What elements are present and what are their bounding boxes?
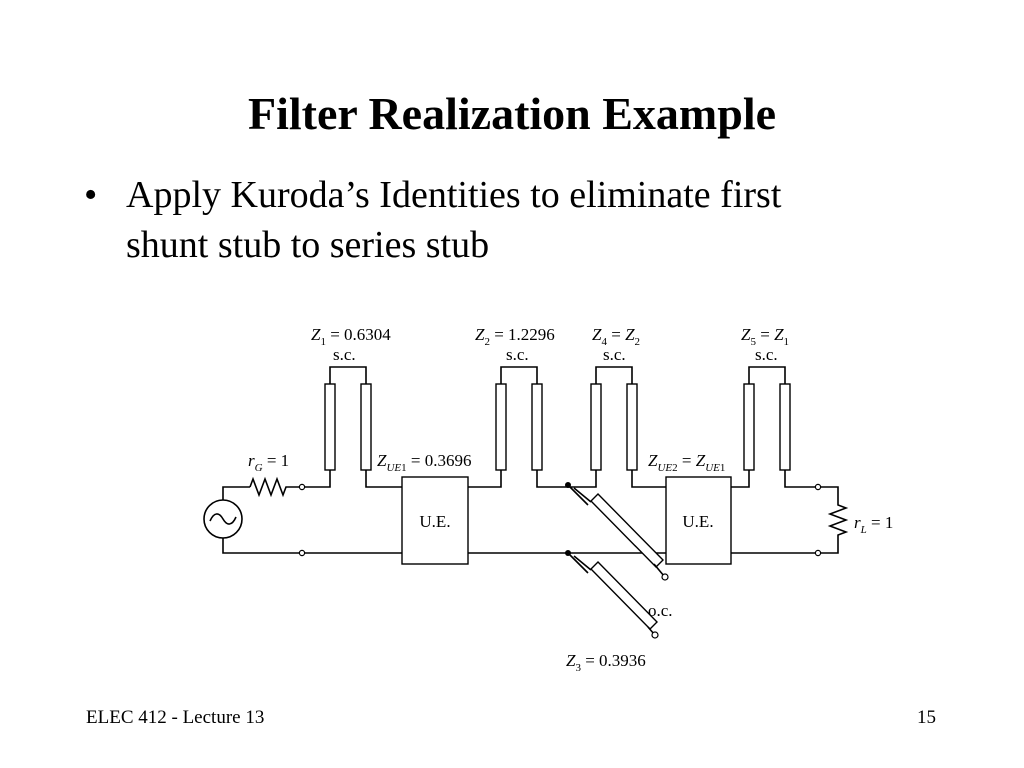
resistor-rg: [249, 476, 302, 498]
stub-z5: [743, 366, 791, 471]
label-z1: Z1 = 0.6304: [311, 325, 391, 348]
label-z5-sc: s.c.: [755, 345, 778, 364]
voltage-source: [203, 499, 243, 539]
bullet-marker: •: [84, 174, 98, 216]
source-wires: [222, 486, 302, 554]
label-zue1: ZUE1 = 0.3696: [377, 451, 471, 474]
unit-element-1-label: U.E.: [419, 512, 450, 531]
label-z2: Z2 = 1.2296: [475, 325, 555, 348]
slide-title: Filter Realization Example: [247, 88, 777, 139]
load-resistor: [818, 486, 849, 554]
unit-element-2-label: U.E.: [682, 512, 713, 531]
label-z5: Z5 = Z1: [741, 325, 789, 348]
unit-element-1: [401, 476, 469, 565]
label-zue2: ZUE2 = ZUE1: [648, 451, 725, 474]
top-line: [302, 470, 818, 488]
label-z3: Z3 = 0.3936: [566, 651, 646, 674]
bullet-line-2: shunt stub to series stub: [126, 224, 490, 266]
label-z1-sc: s.c.: [333, 345, 356, 364]
series-stub-connection: [565, 482, 669, 581]
label-z2-sc: s.c.: [506, 345, 529, 364]
footer-page-number: 15: [917, 707, 936, 728]
label-z4-sc: s.c.: [603, 345, 626, 364]
footer-course: ELEC 412 - Lecture 13: [86, 707, 265, 728]
label-rg: rG = 1: [248, 451, 289, 474]
bullet-line-1: Apply Kuroda’s Identities to eliminate f…: [126, 174, 782, 216]
stub-z3: [565, 550, 659, 639]
label-rl: rL = 1: [854, 513, 893, 536]
bullet-text: Apply Kuroda’s Identities to eliminate f…: [126, 170, 966, 270]
terminals: [298, 483, 822, 557]
stub-z1: [324, 366, 372, 471]
unit-element-2: [665, 476, 732, 565]
label-z3-oc: o.c.: [648, 601, 673, 620]
stub-z2: [495, 366, 543, 471]
label-z4: Z4 = Z2: [592, 325, 640, 348]
stub-z4: [590, 366, 638, 471]
